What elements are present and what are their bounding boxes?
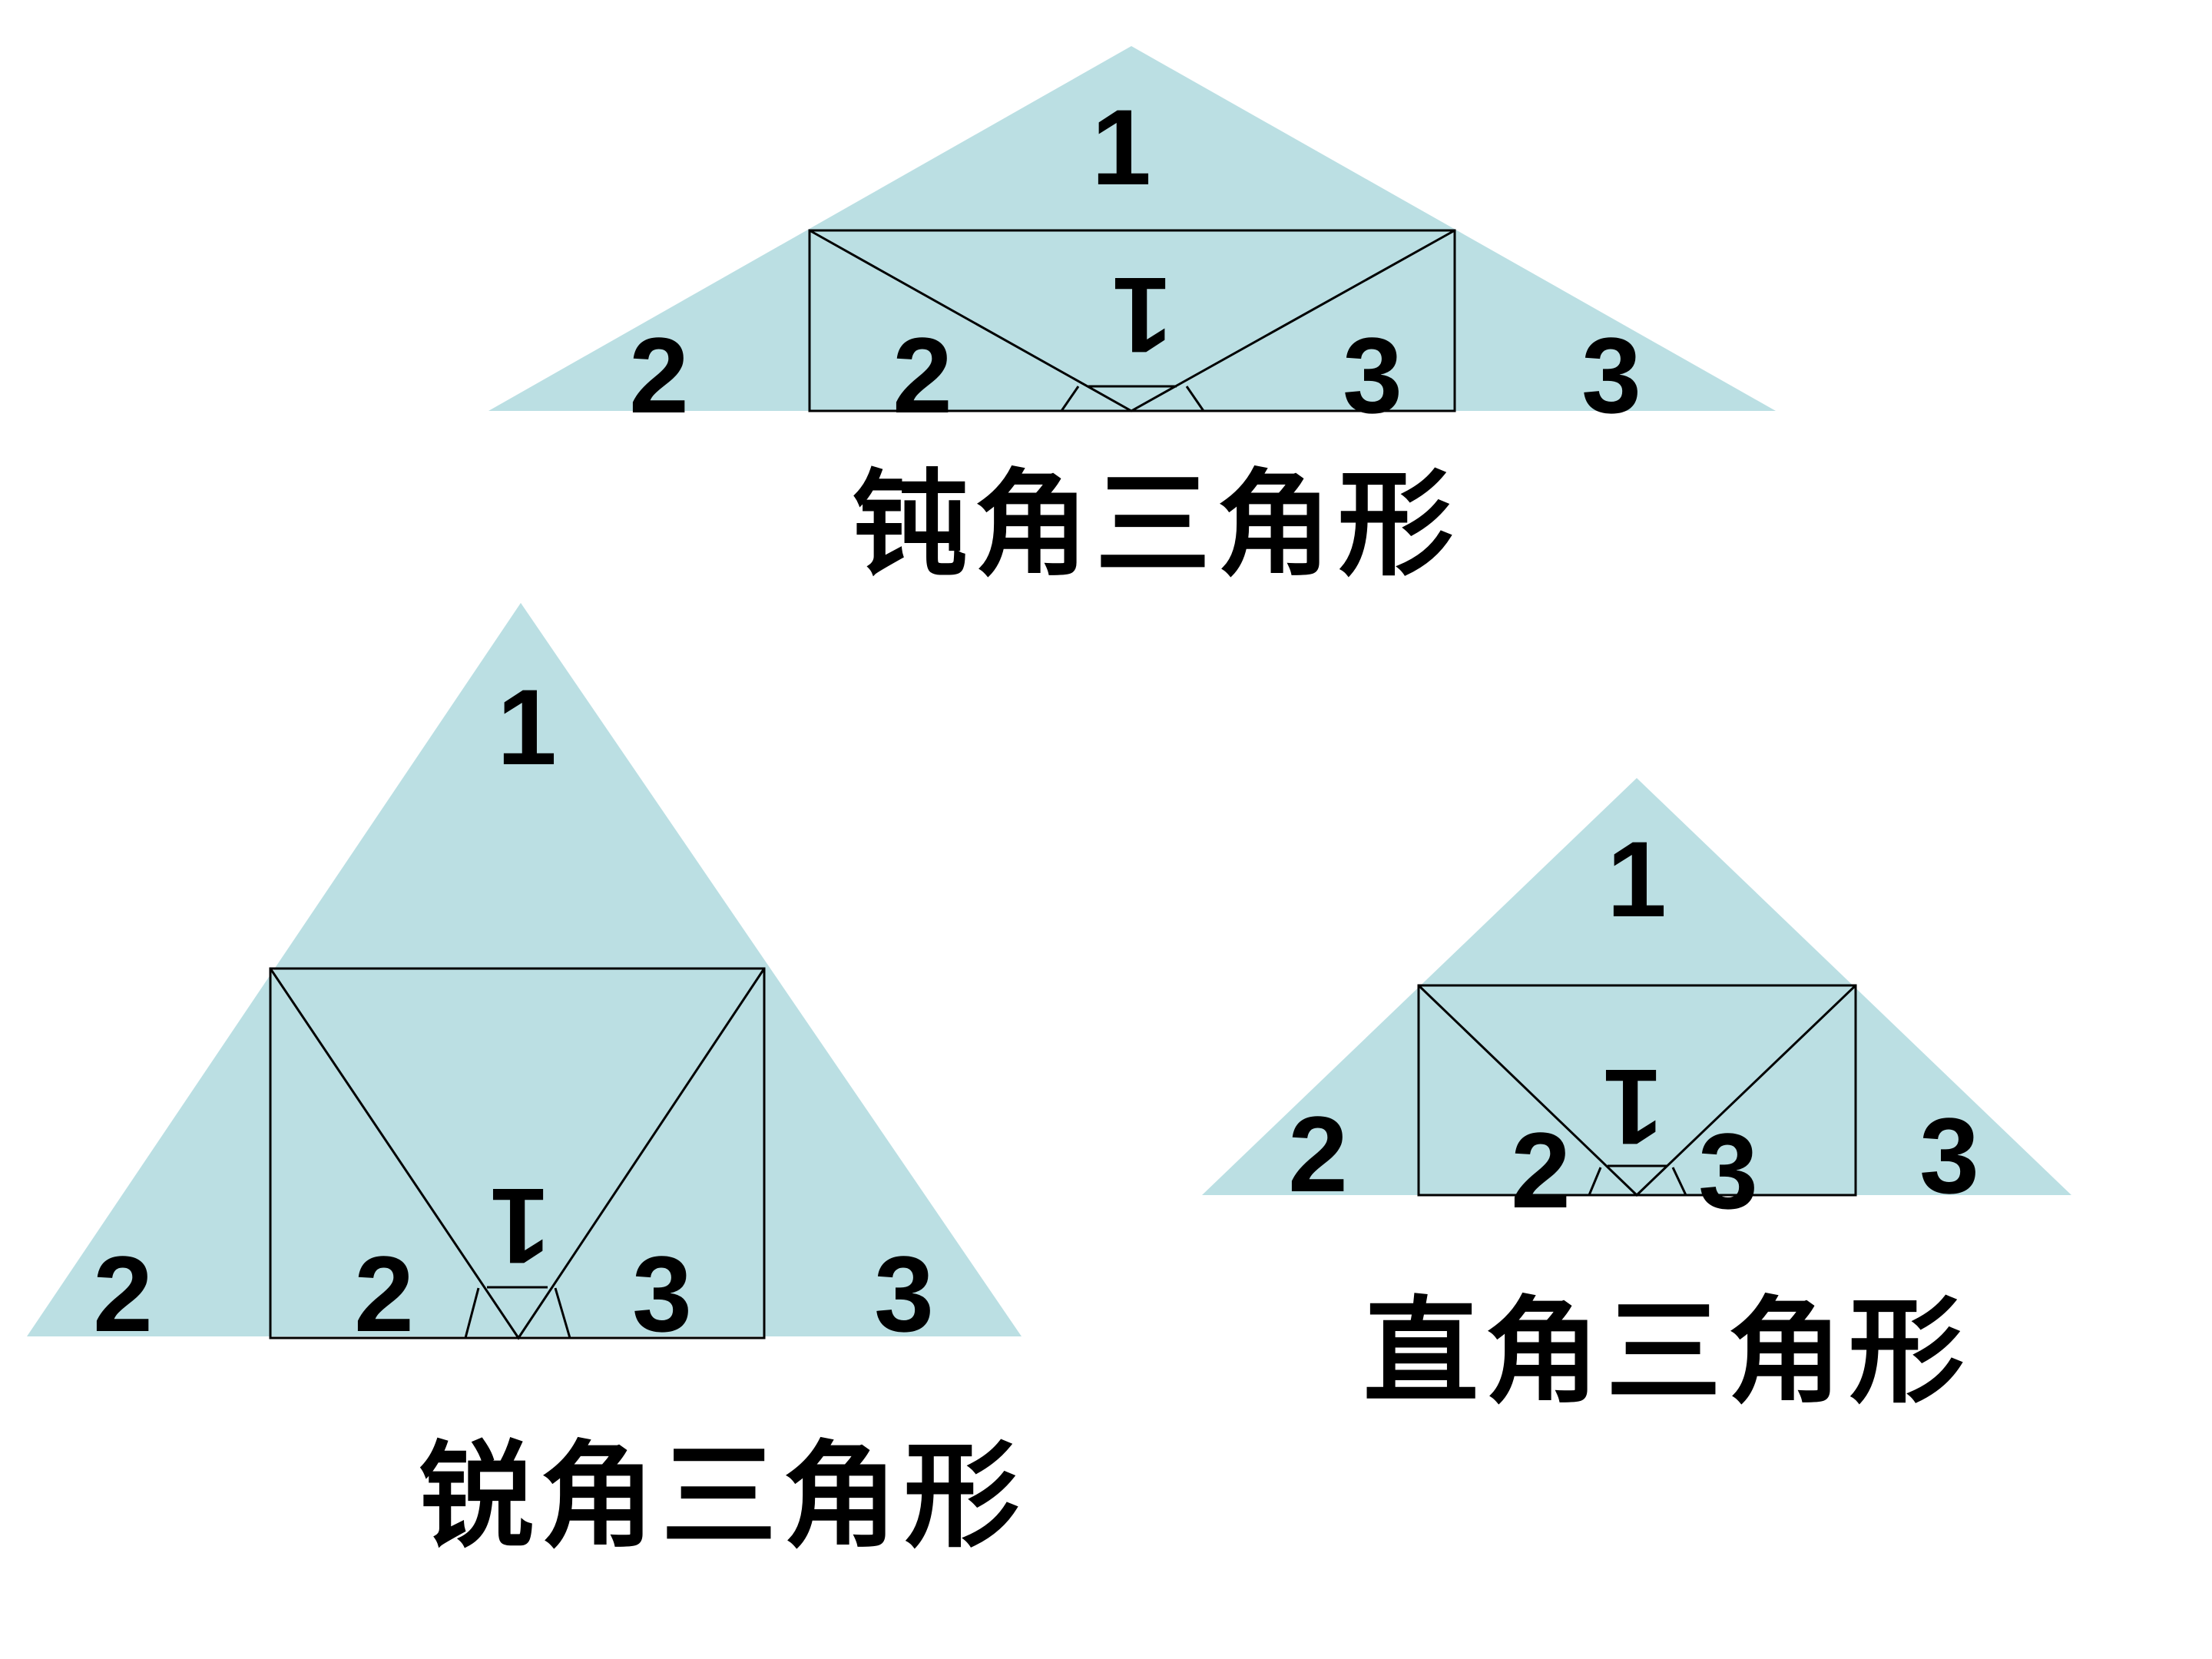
right-angle-tick-left: [1588, 1167, 1602, 1196]
obtuse-label-inner-top: 1: [1112, 255, 1172, 376]
obtuse-label-inner-right: 3: [1343, 315, 1402, 435]
obtuse-label-outer-right: 3: [1581, 315, 1641, 435]
right-label-outer-left: 2: [1288, 1094, 1348, 1214]
acute-label-top: 1: [497, 667, 557, 787]
acute-triangle-figure: 1 1 2 2 3 3 锐角三角形: [27, 603, 1025, 1564]
acute-label-inner-top: 1: [490, 1166, 550, 1286]
right-caption: 直角三角形: [1363, 1286, 1970, 1419]
right-fold-lines: [1417, 984, 1857, 1197]
obtuse-angle-tick-right: [1185, 386, 1205, 412]
right-triangle-figure: 1 1 2 2 3 3 直角三角形: [1202, 778, 2071, 1419]
acute-angle-tick-right: [554, 1287, 571, 1339]
acute-label-outer-left: 2: [93, 1233, 153, 1354]
obtuse-label-top: 1: [1091, 87, 1151, 207]
obtuse-angle-tick-left: [1060, 386, 1080, 412]
right-label-inner-top: 1: [1603, 1047, 1663, 1167]
right-label-inner-right: 3: [1698, 1111, 1758, 1231]
obtuse-triangle-figure: 1 1 2 2 3 3 钝角三角形: [488, 46, 1776, 592]
obtuse-fold-lines: [809, 229, 1455, 412]
acute-label-inner-left: 2: [354, 1233, 414, 1354]
right-label-inner-left: 2: [1511, 1110, 1571, 1230]
right-label-outer-right: 3: [1919, 1095, 1979, 1216]
right-label-top: 1: [1607, 819, 1667, 939]
acute-label-outer-right: 3: [874, 1233, 934, 1354]
obtuse-caption: 钝角三角形: [853, 459, 1459, 592]
obtuse-label-inner-left: 2: [892, 315, 952, 435]
right-angle-tick-right: [1671, 1167, 1687, 1196]
acute-angle-tick-left: [464, 1287, 480, 1339]
acute-caption: 锐角三角形: [419, 1430, 1025, 1564]
acute-fold-lines: [269, 968, 766, 1340]
acute-label-inner-right: 3: [632, 1233, 692, 1354]
obtuse-label-outer-left: 2: [629, 315, 689, 435]
